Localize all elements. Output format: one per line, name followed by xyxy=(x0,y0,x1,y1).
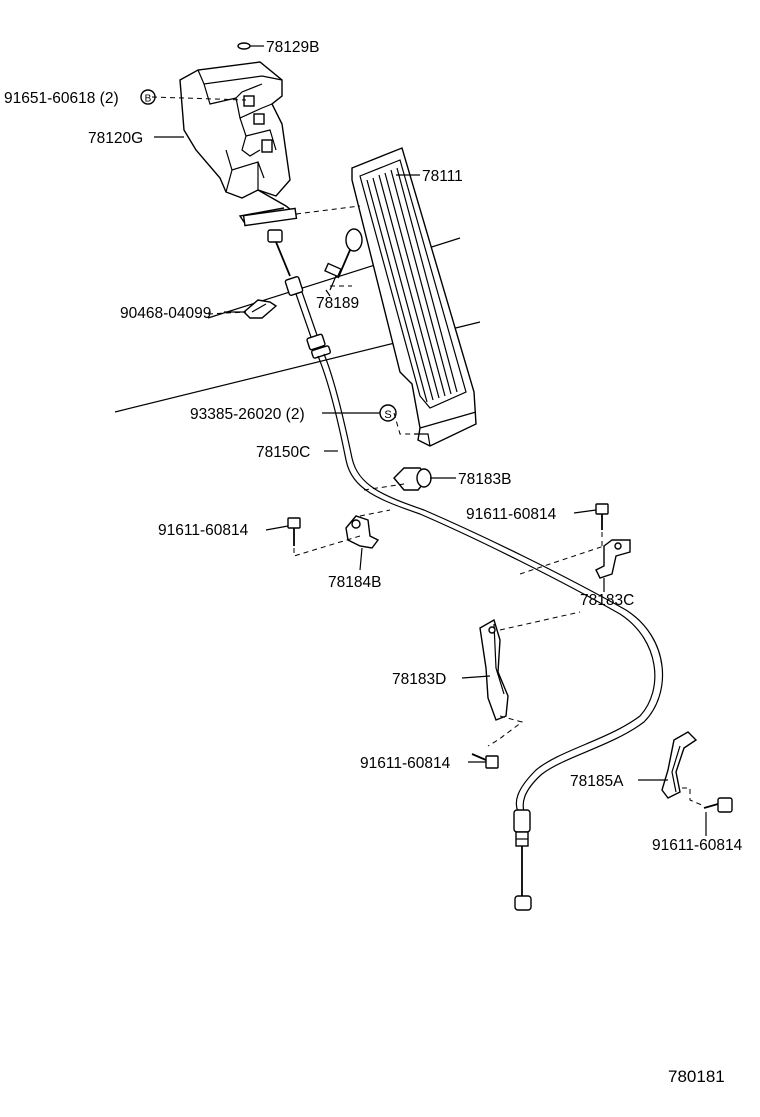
label-91611-60814-c: 91611-60814 xyxy=(360,755,451,772)
part-78111-pedal xyxy=(351,147,477,447)
label-93385-26020: 93385-26020 (2) xyxy=(190,406,305,423)
part-78183B-clamp xyxy=(393,467,432,491)
label-78111: 78111 xyxy=(422,168,463,185)
part-labels: 78129B 91651-60618 (2) 78120G 78111 9046… xyxy=(4,39,743,1086)
bolt-91611-c xyxy=(471,753,499,769)
label-78183C: 78183C xyxy=(580,592,634,609)
label-78150C: 78150C xyxy=(256,444,310,461)
part-78129B-clip xyxy=(237,42,251,50)
b-marker-letter: B xyxy=(145,94,152,105)
label-78185A: 78185A xyxy=(570,773,624,790)
part-78183C-bracket xyxy=(595,539,631,579)
part-93385-marker: S xyxy=(379,404,397,422)
part-90468-clip xyxy=(242,299,278,319)
part-78184B-clamp xyxy=(345,515,380,549)
bolt-91611-b xyxy=(595,503,609,530)
bolt-91611-a xyxy=(287,517,301,546)
part-78120G-bracket xyxy=(179,61,298,227)
label-91611-60814-b: 91611-60814 xyxy=(466,506,557,523)
label-91611-60814-d: 91611-60814 xyxy=(652,837,743,854)
label-78183D: 78183D xyxy=(392,671,446,688)
cable-upper-fittings xyxy=(267,229,331,359)
bolt-91611-d xyxy=(703,797,733,813)
part-78189-stopper xyxy=(324,228,363,291)
label-91611-60814-a: 91611-60814 xyxy=(158,522,249,539)
leader-lines xyxy=(154,45,707,836)
part-78185A-bracket xyxy=(661,731,698,799)
s-marker-letter: S xyxy=(384,409,391,421)
label-78120G: 78120G xyxy=(88,130,143,147)
label-78183B: 78183B xyxy=(458,471,511,488)
label-78129B: 78129B xyxy=(266,39,319,56)
label-78189: 78189 xyxy=(316,295,359,312)
part-78183D-bracket xyxy=(479,618,509,721)
part-78150C-cable xyxy=(317,353,664,911)
label-91651-60618: 91651-60618 (2) xyxy=(4,90,119,107)
diagram-id: 780181 xyxy=(668,1067,725,1086)
label-78184B: 78184B xyxy=(328,574,381,591)
label-90468-04099: 90468-04099 xyxy=(120,305,211,322)
assembly-dashed-lines xyxy=(151,96,705,807)
